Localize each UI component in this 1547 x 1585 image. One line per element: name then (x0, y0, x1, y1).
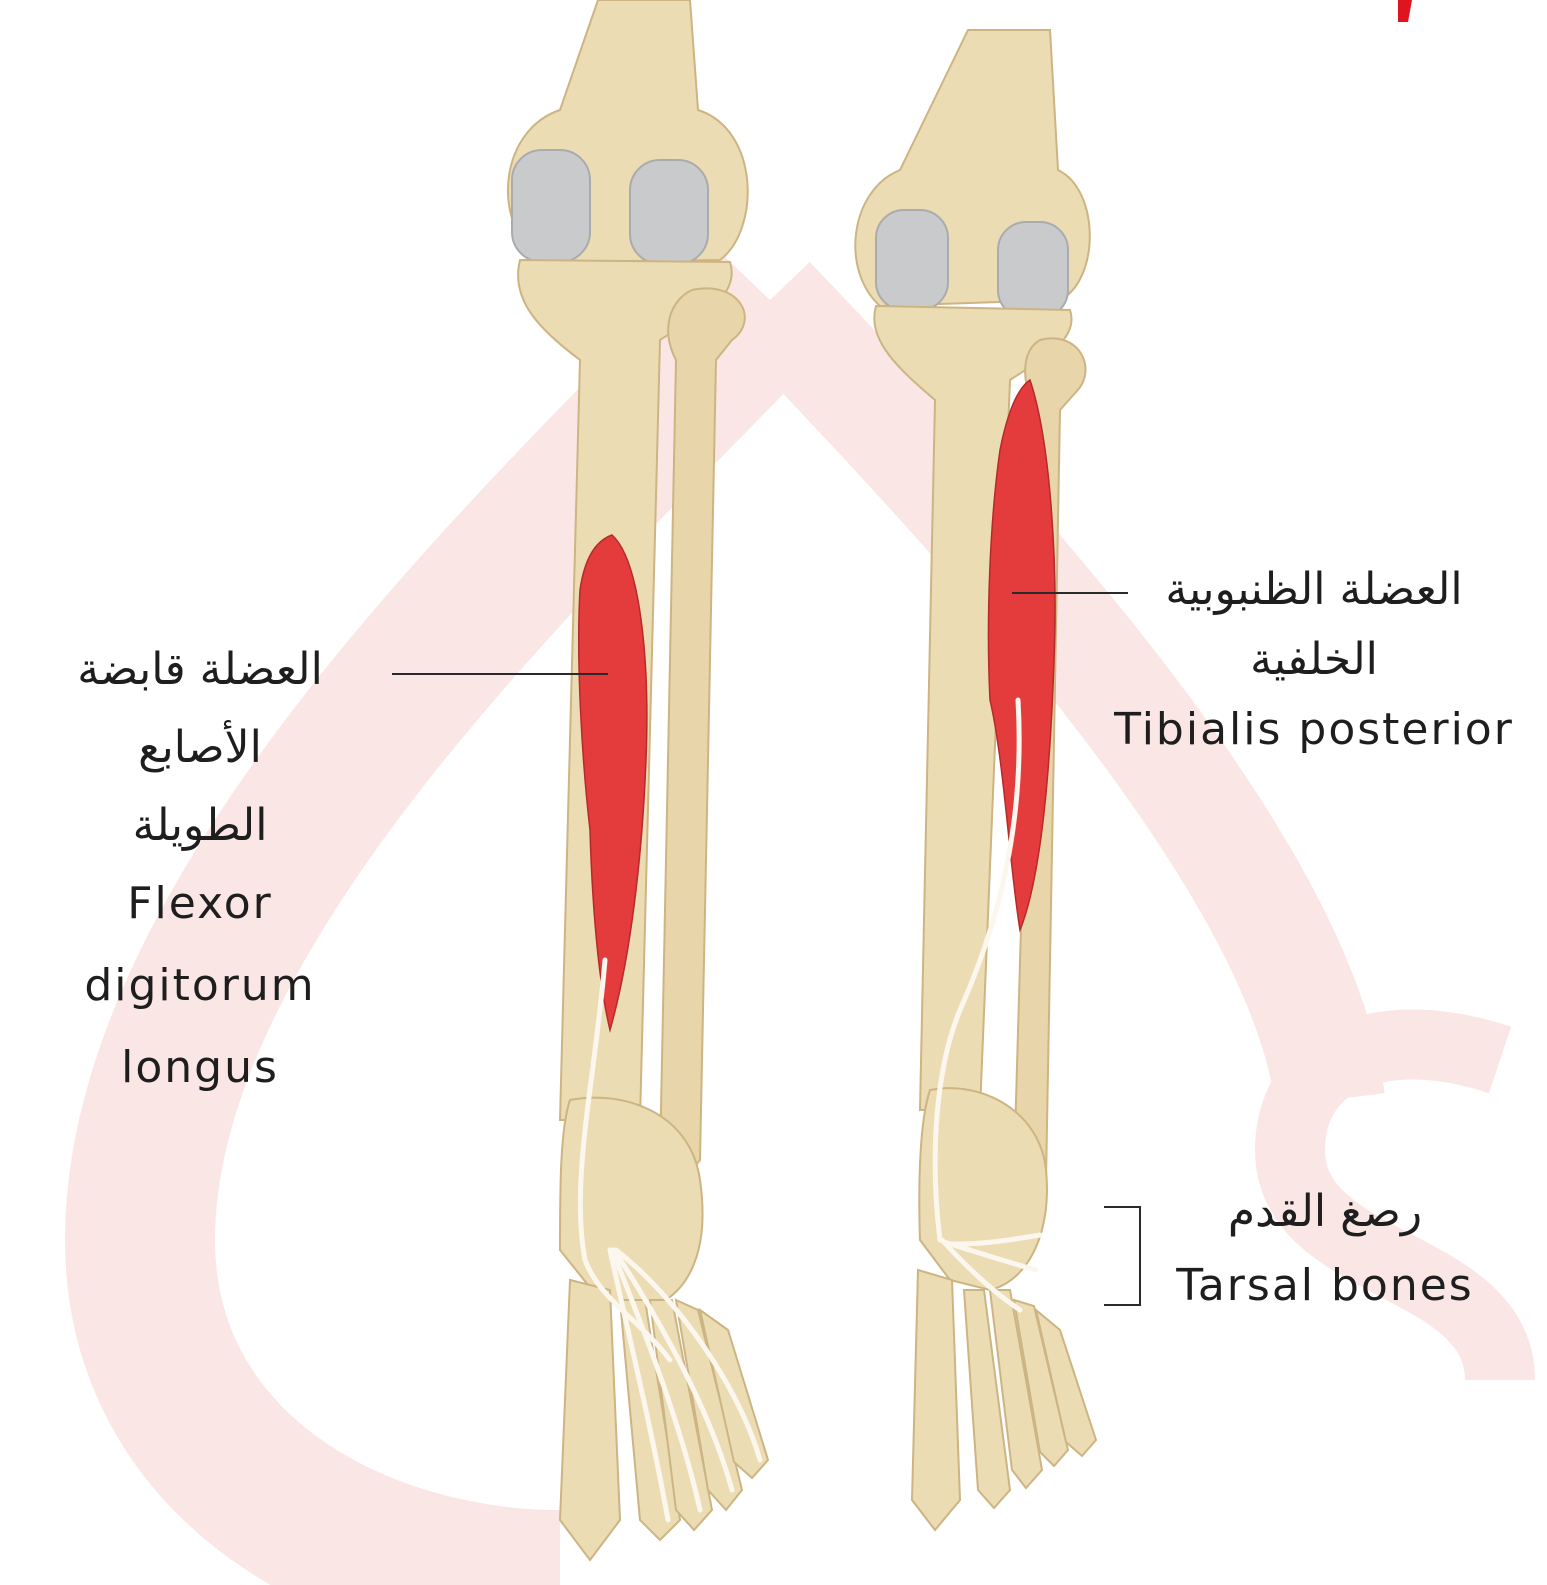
tibialis-posterior-label-ar-line1: العضلة الظنبوبية (1088, 568, 1540, 612)
left-condyle-cartilage-lateral (630, 160, 708, 264)
right-condyle-cartilage-medial (876, 210, 948, 310)
flexor-digitorum-longus-label-ar-line3: الطويلة (0, 804, 400, 848)
tibialis-posterior-label-group: العضلة الظنبوبية الخلفية Tibialis poster… (1088, 568, 1540, 752)
tibialis-posterior-label-en-line1: Tibialis posterior (1088, 708, 1540, 752)
flexor-digitorum-longus-label-en-line3: longus (0, 1046, 400, 1090)
tarsal-bones-label-group: رصغ القدم Tarsal bones (1160, 1190, 1490, 1308)
flexor-digitorum-longus-label-ar-line1: العضلة قابضة (0, 648, 400, 692)
left-condyle-cartilage-medial (512, 150, 590, 262)
tarsal-bones-label-ar-line1: رصغ القدم (1160, 1190, 1490, 1234)
right-condyle-cartilage-lateral (998, 222, 1068, 318)
tarsal-bones-label-en-line1: Tarsal bones (1160, 1264, 1490, 1308)
tarsal-bones-bracket (1104, 1207, 1140, 1305)
left-metatarsal-1 (560, 1280, 620, 1560)
flexor-digitorum-longus-label-group: العضلة قابضة الأصابع الطويلة Flexor digi… (0, 648, 400, 1090)
brand-mark-fragment (1398, 0, 1412, 22)
flexor-digitorum-longus-label-en-line1: Flexor (0, 882, 400, 926)
right-leg-skeleton (855, 30, 1096, 1530)
flexor-digitorum-longus-label-ar-line2: الأصابع (0, 726, 400, 770)
flexor-digitorum-longus-label-en-line2: digitorum (0, 964, 400, 1008)
tibialis-posterior-label-ar-line2: الخلفية (1088, 638, 1540, 682)
right-metatarsal-1 (912, 1270, 960, 1530)
